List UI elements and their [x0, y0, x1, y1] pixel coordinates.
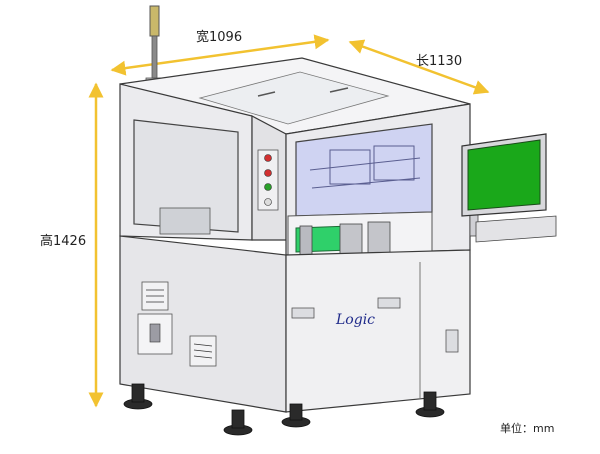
signal-tower [145, 5, 165, 85]
front-lower-body [285, 249, 471, 413]
machine-feet [123, 383, 445, 436]
monitor-screen [461, 133, 547, 217]
logo: Logic [336, 312, 376, 328]
width-label: 宽1096 [196, 30, 243, 45]
length-label: 长1130 [416, 54, 463, 69]
monitor-arm [469, 211, 557, 243]
width-dimension-arrow [110, 34, 330, 76]
left-upper-body [119, 83, 253, 241]
unit-label: 单位：mm [500, 422, 555, 435]
left-lower-body [119, 235, 287, 413]
height-label: 高1426 [40, 234, 87, 249]
length-dimension-arrow [348, 39, 490, 95]
control-panel [251, 115, 287, 241]
